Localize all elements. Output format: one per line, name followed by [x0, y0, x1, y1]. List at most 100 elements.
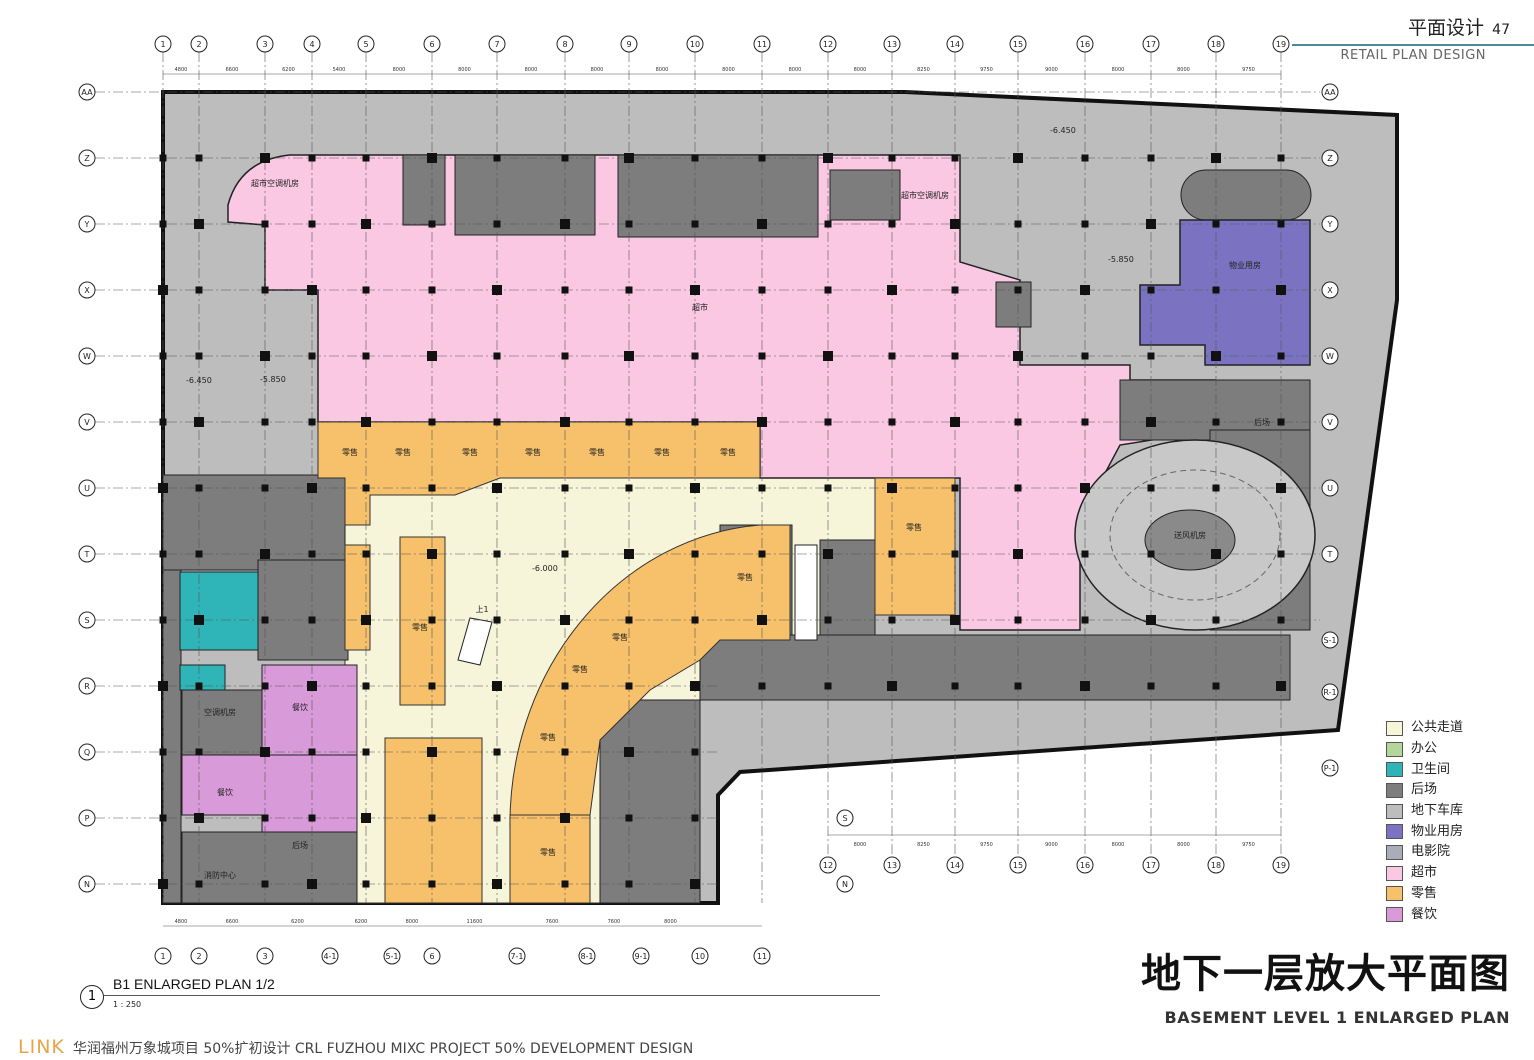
structural-column — [428, 616, 436, 624]
structural-column — [1147, 550, 1155, 558]
grid-label: V — [84, 418, 90, 427]
structural-column — [261, 418, 269, 426]
dimension-label: 9750 — [1242, 842, 1255, 848]
grid-label: 11 — [757, 952, 767, 961]
dimension-label: 11600 — [467, 919, 483, 925]
structural-column — [561, 286, 569, 294]
grid-label: 6 — [429, 952, 434, 961]
grid-label: 5-1 — [385, 952, 398, 961]
structural-column — [428, 286, 436, 294]
structural-column — [560, 417, 570, 427]
structural-column — [307, 483, 317, 493]
legend-swatch — [1386, 782, 1403, 798]
structural-column — [428, 220, 436, 228]
structural-column — [625, 220, 633, 228]
room-label-retail: 零售 — [540, 847, 556, 857]
structural-column — [362, 550, 370, 558]
grid-bubble-column: 11 — [753, 35, 771, 53]
grid-label: 1 — [160, 40, 165, 49]
structural-column — [195, 286, 203, 294]
room-label-ac-room-2: 超市空调机房 — [901, 190, 949, 200]
structural-column — [1277, 220, 1285, 228]
grid-bubble-column: 2 — [190, 35, 208, 53]
legend-label: 物业用房 — [1411, 823, 1464, 839]
structural-column — [690, 285, 700, 295]
structural-column — [888, 616, 896, 624]
structural-column — [493, 814, 501, 822]
grid-bubble-column: 18 — [1207, 35, 1225, 53]
room-label-retail: 零售 — [906, 522, 922, 532]
room-label-hvac: 空调机房 — [204, 707, 236, 717]
grid-bubble-row-bottom-right: S — [836, 809, 854, 827]
structural-column — [195, 748, 203, 756]
legend-swatch — [1386, 907, 1403, 923]
grid-bubble-column: 7 — [488, 35, 506, 53]
structural-column — [561, 352, 569, 360]
structural-column — [951, 682, 959, 690]
legend-label: 零售 — [1411, 885, 1438, 901]
structural-column — [1212, 418, 1220, 426]
structural-column — [159, 748, 167, 756]
structural-column — [1014, 418, 1022, 426]
grid-bubble-column: 19 — [1272, 35, 1290, 53]
structural-column — [758, 286, 766, 294]
structural-column — [887, 681, 897, 691]
structural-column — [824, 682, 832, 690]
grid-bubble-column-bottom: 5-1 — [383, 947, 401, 965]
structural-column — [159, 814, 167, 822]
structural-column — [493, 748, 501, 756]
room-label-retail: 零售 — [395, 447, 411, 457]
structural-column — [261, 220, 269, 228]
grid-label: 18 — [1211, 861, 1221, 870]
grid-label: N — [842, 880, 848, 889]
structural-column — [1147, 286, 1155, 294]
dimension-label: 8000 — [664, 919, 677, 925]
room-label-retail: 零售 — [342, 447, 358, 457]
structural-column — [362, 748, 370, 756]
link-logo: LINK — [18, 1036, 65, 1058]
elevation-label: -6.450 — [186, 376, 212, 385]
structural-column — [1013, 153, 1023, 163]
structural-column — [624, 549, 634, 559]
dimension-label: 6200 — [355, 919, 368, 925]
grid-bubble-column-bottom: 6 — [423, 947, 441, 965]
dimension-label: 6600 — [226, 919, 239, 925]
dimension-label: 4800 — [175, 919, 188, 925]
structural-column — [951, 550, 959, 558]
structural-column — [428, 814, 436, 822]
structural-column — [888, 550, 896, 558]
dimension-label: 7600 — [546, 919, 559, 925]
grid-bubble-row: V — [78, 413, 96, 431]
room-label-retail: 零售 — [654, 447, 670, 457]
grid-label: V — [1327, 418, 1333, 427]
grid-label: Y — [84, 220, 90, 229]
grid-bubble-row-right: U — [1321, 479, 1339, 497]
structural-column — [1211, 351, 1221, 361]
grid-bubble-row-right: Y — [1321, 215, 1339, 233]
grid-label: 8-1 — [580, 952, 593, 961]
elevation-label: -5.850 — [260, 375, 286, 384]
grid-bubble-row: S — [78, 611, 96, 629]
structural-column — [493, 352, 501, 360]
structural-column — [362, 154, 370, 162]
structural-column — [428, 682, 436, 690]
structural-column — [757, 219, 767, 229]
structural-column — [950, 615, 960, 625]
grid-label: 12 — [823, 40, 833, 49]
grid-label: R — [84, 682, 90, 691]
dimension-label: 8250 — [917, 842, 930, 848]
structural-column — [1277, 550, 1285, 558]
structural-column — [691, 418, 699, 426]
structural-column — [159, 220, 167, 228]
structural-column — [950, 219, 960, 229]
footer-text: 华润福州万象城项目 50%扩初设计 CRL FUZHOU MIXC PROJEC… — [72, 1041, 694, 1057]
structural-column — [308, 418, 316, 426]
structural-column — [888, 352, 896, 360]
structural-column — [159, 154, 167, 162]
grid-bubble-row-right: X — [1321, 281, 1339, 299]
structural-column — [560, 615, 570, 625]
room-label-retail: 零售 — [720, 447, 736, 457]
legend-label: 超市 — [1411, 865, 1438, 881]
grid-bubble-column-bottom: 11 — [753, 947, 771, 965]
structural-column — [362, 352, 370, 360]
